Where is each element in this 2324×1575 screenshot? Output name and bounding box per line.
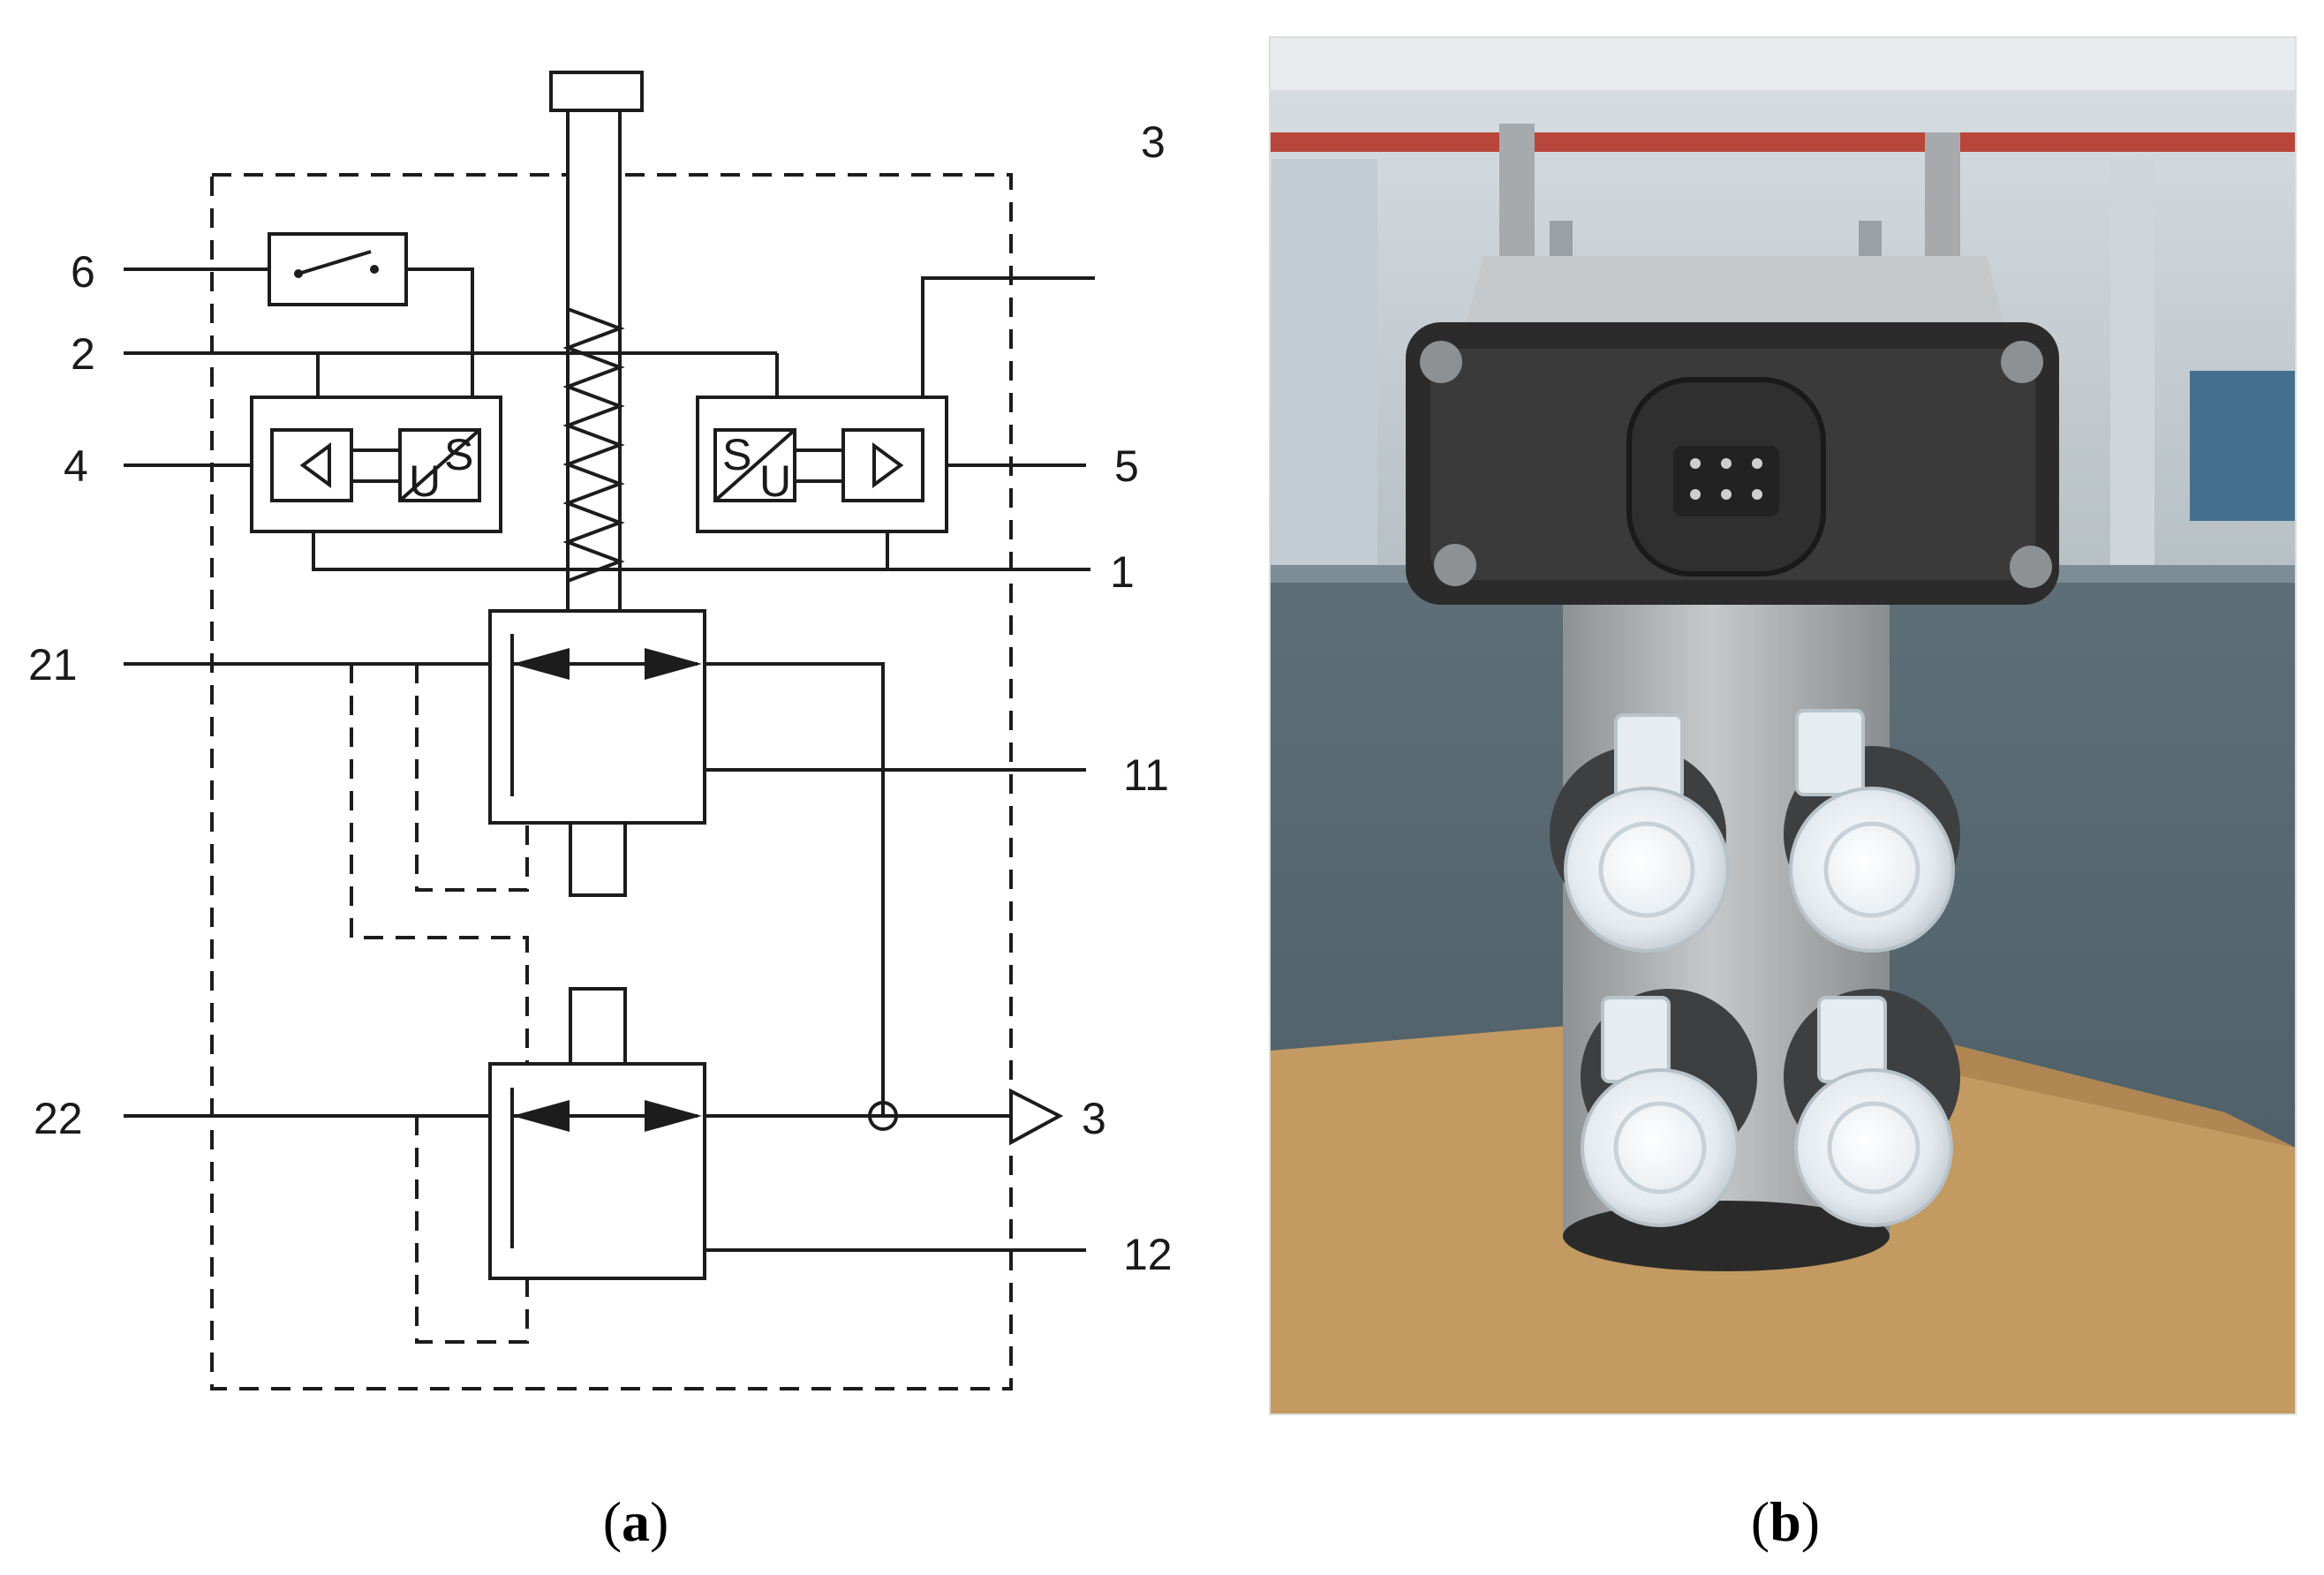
upper-valve-arrow-right: [645, 648, 702, 680]
lower-valve-arrow-right: [645, 1100, 702, 1132]
svg-text:S: S: [444, 430, 473, 479]
svg-text:S: S: [722, 430, 751, 479]
left-amplifier: [270, 428, 353, 502]
port-label-2: 2: [71, 329, 95, 379]
port-label-1: 1: [1110, 547, 1135, 597]
port-cap-top-left: [1564, 713, 1730, 953]
junction-circle: [868, 1101, 898, 1131]
switch-contact-left: [294, 269, 303, 278]
svg-text:U: U: [409, 456, 441, 506]
port-label-11: 11: [1123, 750, 1169, 800]
port-cap-bottom-left: [1581, 996, 1739, 1227]
port-label-5: 5: [1114, 441, 1139, 491]
port-label-6: 6: [71, 247, 95, 297]
plunger-rod: [566, 109, 622, 613]
port-label-3-top: 3: [1141, 117, 1166, 167]
port-label-22: 22: [34, 1094, 83, 1143]
port-label-3-exhaust: 3: [1082, 1094, 1106, 1143]
right-amplifier: [841, 428, 924, 502]
port-cap-top-right: [1789, 709, 1955, 953]
upper-valve: [488, 609, 706, 825]
lower-valve-top-stem: [569, 987, 627, 1066]
caption-a: (a): [603, 1490, 669, 1553]
svg-text:U: U: [759, 456, 791, 506]
upper-valve-arrow-left: [512, 648, 570, 680]
lower-valve-arrow-left: [512, 1100, 570, 1132]
port-label-21: 21: [28, 640, 78, 690]
valve-photo: [1269, 36, 2297, 1415]
port-label-4: 4: [64, 441, 88, 491]
port-cap-bottom-right: [1794, 996, 1953, 1227]
exhaust-triangle: [1009, 1088, 1064, 1146]
switch-box: [268, 232, 408, 306]
schematic-diagram: S U S U: [28, 71, 1173, 1390]
caption-b: (b): [1751, 1490, 1820, 1553]
upper-valve-stem: [569, 821, 627, 897]
plunger-cap: [549, 71, 644, 112]
lower-valve: [488, 1062, 706, 1280]
switch-contact-right: [370, 265, 379, 274]
port-label-12: 12: [1123, 1230, 1173, 1279]
